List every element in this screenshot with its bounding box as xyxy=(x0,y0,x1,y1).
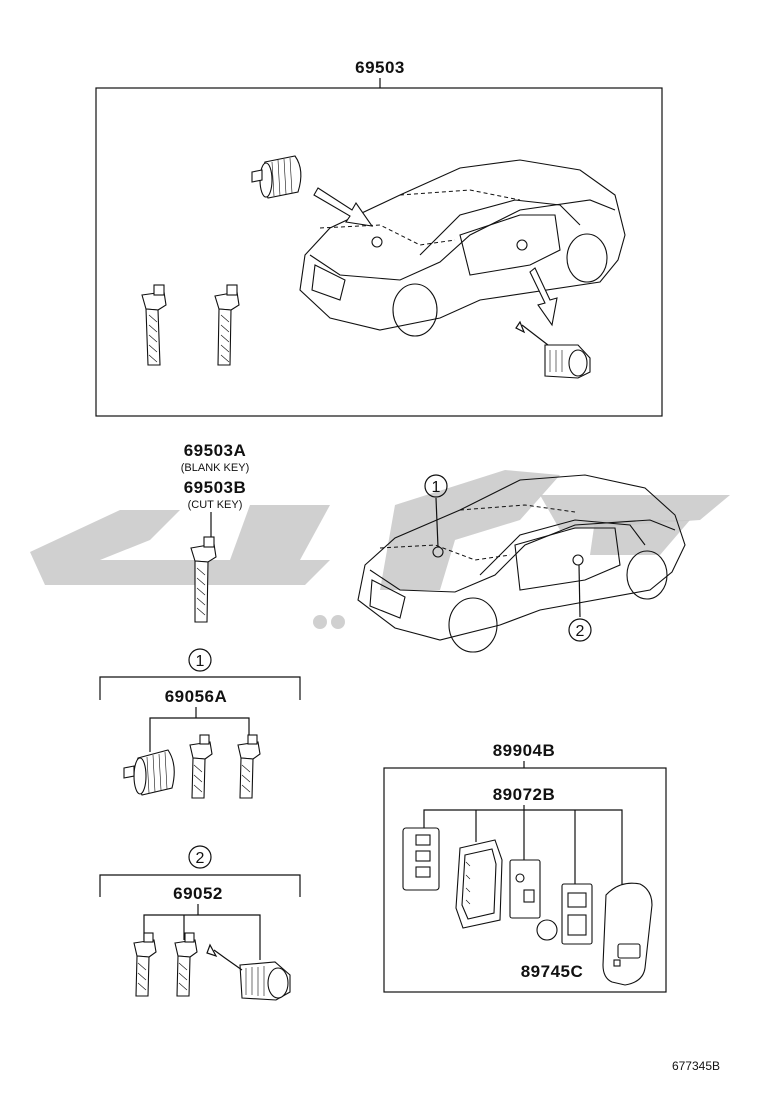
callout-marker xyxy=(188,845,212,869)
remote-assembly-frame xyxy=(383,767,667,993)
blank-key-part-number[interactable]: 69503A xyxy=(184,441,247,460)
key-icon xyxy=(214,284,240,366)
key-icon xyxy=(190,536,217,623)
group-2: 2 69052 xyxy=(99,845,301,1001)
remote-case-icon xyxy=(455,839,503,929)
callout-marker xyxy=(188,648,212,672)
remote-assembly-part-number[interactable]: 89904B xyxy=(493,741,556,760)
remote-inner-case-icon xyxy=(561,883,593,945)
battery-part-number[interactable]: 89745C xyxy=(521,962,584,981)
key-icon xyxy=(141,284,167,366)
car-marker-2: 2 xyxy=(576,623,585,640)
key-icon xyxy=(174,932,198,997)
key-icon xyxy=(133,932,157,997)
car-outline xyxy=(299,159,626,337)
drawing-reference: 677345B xyxy=(672,1059,720,1073)
key-icon xyxy=(237,734,261,799)
cut-key-part-number[interactable]: 69503B xyxy=(184,478,247,497)
remote-assembly: 89904B 89072B xyxy=(383,741,667,993)
arrow-icon xyxy=(529,267,558,327)
remote-sub-part-number[interactable]: 89072B xyxy=(493,785,556,804)
group-1-marker: 1 xyxy=(196,653,205,670)
cut-key-note: (CUT KEY) xyxy=(188,499,243,511)
battery-icon xyxy=(536,919,558,941)
top-assembly-part-number[interactable]: 69503 xyxy=(355,58,405,77)
lock-cylinder-icon xyxy=(123,749,175,796)
car-marker-1: 1 xyxy=(432,479,441,496)
callout-marker xyxy=(568,618,592,642)
key-icon xyxy=(189,734,213,799)
group-2-part-number[interactable]: 69052 xyxy=(173,884,223,903)
circuit-board-icon xyxy=(509,859,541,919)
button-pad-icon xyxy=(402,827,440,891)
blank-key-note: (BLANK KEY) xyxy=(181,462,249,474)
top-assembly-frame xyxy=(95,87,663,417)
lock-cylinder-icon xyxy=(251,155,302,199)
door-lock-cylinder-icon xyxy=(515,320,591,379)
group-2-marker: 2 xyxy=(196,850,205,867)
remote-key-fob-icon xyxy=(602,882,653,986)
group-1-part-number[interactable]: 69056A xyxy=(165,687,228,706)
car-location-view: 1 2 xyxy=(357,474,686,653)
group-1: 1 69056A xyxy=(99,648,301,799)
watermark-logo xyxy=(30,470,730,629)
door-lock-cylinder-icon xyxy=(206,943,291,1001)
key-set: 69503A (BLANK KEY) 69503B (CUT KEY) xyxy=(181,441,249,623)
top-assembly: 69503 xyxy=(95,58,663,417)
arrow-icon xyxy=(313,187,374,227)
callout-marker xyxy=(424,474,448,498)
